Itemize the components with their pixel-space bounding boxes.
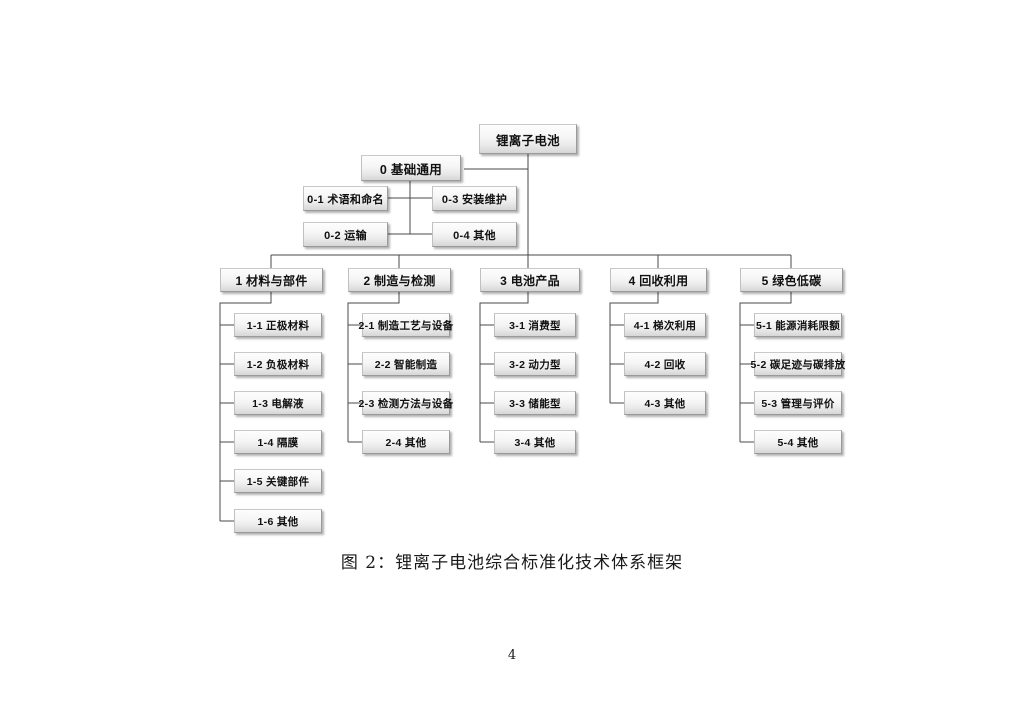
node-1-4[interactable]: 1-4 隔膜 [234,430,322,454]
node-branch-1[interactable]: 1 材料与部件 [220,268,323,292]
node-1-3[interactable]: 1-3 电解液 [234,391,322,415]
connector-lines [219,148,792,522]
node-branch-3[interactable]: 3 电池产品 [480,268,580,292]
node-branch-2[interactable]: 2 制造与检测 [348,268,451,292]
page-number: 4 [507,648,517,663]
node-1-1[interactable]: 1-1 正极材料 [234,313,322,337]
node-3-1[interactable]: 3-1 消费型 [494,313,576,337]
node-3-2[interactable]: 3-2 动力型 [494,352,576,376]
node-3-3[interactable]: 3-3 储能型 [494,391,576,415]
node-0-3[interactable]: 0-3 安装维护 [432,186,517,211]
node-1-5[interactable]: 1-5 关键部件 [234,469,322,493]
node-0-1[interactable]: 0-1 术语和命名 [303,186,388,211]
node-branch-5[interactable]: 5 绿色低碳 [740,268,843,292]
node-5-2[interactable]: 5-2 碳足迹与碳排放 [751,352,845,376]
node-2-1[interactable]: 2-1 制造工艺与设备 [359,313,453,337]
node-root[interactable]: 锂离子电池 [479,124,577,154]
node-4-2[interactable]: 4-2 回收 [624,352,706,376]
org-chart-diagram: 锂离子电池 0 基础通用 0-1 术语和命名 0-2 运输 0-3 安装维护 0… [219,124,845,533]
node-2-4[interactable]: 2-4 其他 [362,430,450,454]
node-5-1[interactable]: 5-1 能源消耗限额 [754,313,842,337]
node-1-6[interactable]: 1-6 其他 [234,509,322,533]
node-5-4[interactable]: 5-4 其他 [754,430,842,454]
figure-caption: 图 2：锂离子电池综合标准化技术体系框架 [340,553,684,573]
node-5-3[interactable]: 5-3 管理与评价 [754,391,842,415]
node-foundation[interactable]: 0 基础通用 [361,155,461,181]
node-4-1[interactable]: 4-1 梯次利用 [624,313,706,337]
node-0-4[interactable]: 0-4 其他 [432,222,517,247]
node-0-2[interactable]: 0-2 运输 [303,222,388,247]
node-branch-4[interactable]: 4 回收利用 [610,268,707,292]
node-4-3[interactable]: 4-3 其他 [624,391,706,415]
node-2-3[interactable]: 2-3 检测方法与设备 [359,391,453,415]
connector-branch-4-spine [609,292,659,403]
node-3-4[interactable]: 3-4 其他 [494,430,576,454]
node-2-2[interactable]: 2-2 智能制造 [362,352,450,376]
node-1-2[interactable]: 1-2 负极材料 [234,352,322,376]
